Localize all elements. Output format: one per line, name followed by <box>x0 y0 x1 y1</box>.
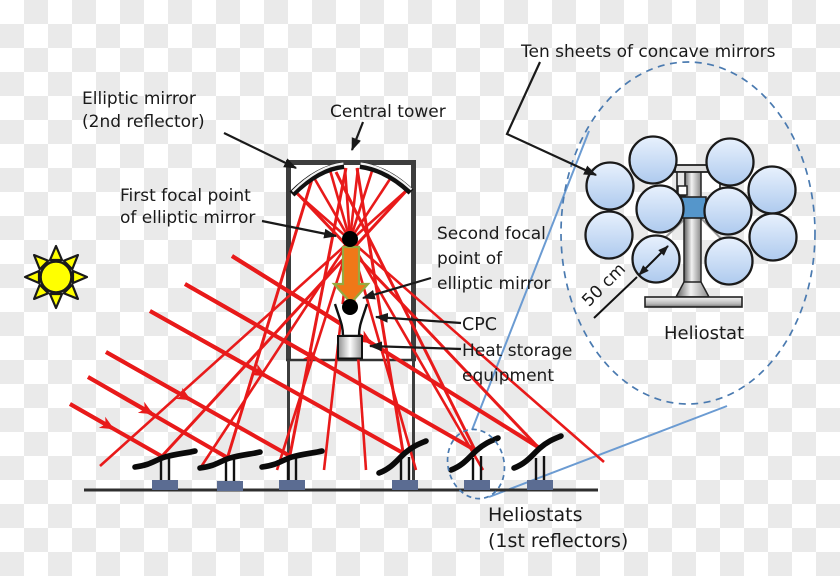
label-heliostats-line1: Heliostats <box>488 504 583 526</box>
pedestal-base-plate <box>644 296 743 308</box>
mount-left-post <box>676 171 686 197</box>
leader-first-focal <box>261 219 338 239</box>
mirror-sheet <box>628 135 678 185</box>
label-heliostat-inset: Heliostat <box>664 323 745 344</box>
sun-rays <box>69 167 605 471</box>
leader-central-tower <box>350 121 365 152</box>
second-focal-point-dot <box>342 299 358 315</box>
heliostat-mirror <box>511 433 564 471</box>
heliostat-base <box>217 481 243 491</box>
heliostat-4 <box>376 438 429 490</box>
label-ten-sheets: Ten sheets of concave mirrors <box>521 42 776 62</box>
heliostat-base <box>152 480 178 490</box>
label-heat-storage-line2: equipment <box>462 366 554 386</box>
mirror-sheet <box>635 184 685 234</box>
label-elliptic-mirror: Elliptic mirror (2nd reflector) <box>82 88 205 134</box>
mirror-sheet <box>584 210 634 260</box>
incoming-rays <box>69 254 540 460</box>
zoom-link-line-lower <box>488 405 728 498</box>
heliostat-mirror <box>448 435 501 473</box>
label-elliptic-mirror-line2: (2nd reflector) <box>82 112 205 132</box>
zoom-link-line-upper <box>471 130 590 431</box>
label-central-tower: Central tower <box>330 102 446 122</box>
heliostat-mirror <box>197 449 263 471</box>
mirror-sheet <box>705 137 755 187</box>
mirror-sheet <box>585 161 635 211</box>
label-cpc: CPC <box>462 315 497 335</box>
elliptic-mirror-arc <box>289 162 414 197</box>
heliostat-2 <box>197 449 263 491</box>
label-heliostats: Heliostats (1st reflectors) <box>488 502 628 554</box>
label-heliostats-line2: (1st reflectors) <box>488 530 629 552</box>
pedestal-flare <box>674 281 711 298</box>
sun-icon <box>23 244 89 310</box>
heliostat-base <box>279 480 305 490</box>
mirror-sheet <box>747 165 797 215</box>
label-first-focal-line1: First focal point <box>120 186 251 206</box>
leader-cpc <box>374 312 462 325</box>
label-second-focal-line2: point of <box>437 249 503 269</box>
label-second-focal-point: Second focal point of elliptic mirror <box>437 222 551 297</box>
label-second-focal-line3: elliptic mirror <box>437 274 551 294</box>
heliostat-6 <box>511 433 564 490</box>
heliostat-5 <box>448 435 501 490</box>
heliostat-mirror <box>132 448 198 470</box>
mirror-sheet <box>703 186 753 236</box>
heliostat-3 <box>259 448 325 490</box>
label-first-focal-line2: of elliptic mirror <box>120 208 256 228</box>
heliostat-base <box>464 480 490 490</box>
leader-ten-sheets <box>505 61 597 176</box>
dimension-arrow-50cm <box>593 245 669 319</box>
leader-arrows <box>223 61 597 352</box>
heat-storage-cylinder <box>337 335 363 360</box>
leader-elliptic-mirror <box>223 132 297 169</box>
circled-heliostat-ellipse <box>446 428 506 500</box>
heliostat-mirror <box>376 438 429 476</box>
label-second-focal-line1: Second focal <box>437 224 546 244</box>
heliostat-row <box>132 433 564 491</box>
heliostat-inset <box>560 61 816 405</box>
leader-second-focal <box>361 276 432 300</box>
mirror-sheet <box>748 212 798 262</box>
heliostat-base <box>392 480 418 490</box>
label-elliptic-mirror-line1: Elliptic mirror <box>82 89 196 109</box>
inset-dashed-circle <box>560 61 816 405</box>
label-heat-storage: Heat storage equipment <box>462 339 572 389</box>
mount-notch <box>677 185 688 196</box>
heliostat-1 <box>132 448 198 490</box>
label-first-focal-point: First focal point of elliptic mirror <box>120 185 255 229</box>
heliostat-base <box>527 480 553 490</box>
heliostat-mirror <box>259 448 325 470</box>
mirror-sheet <box>704 236 754 286</box>
label-heat-storage-line1: Heat storage <box>462 341 573 361</box>
leader-heat-storage <box>368 341 462 352</box>
concentrated-flux-arrow <box>331 245 371 305</box>
first-focal-point-dot <box>342 231 358 247</box>
